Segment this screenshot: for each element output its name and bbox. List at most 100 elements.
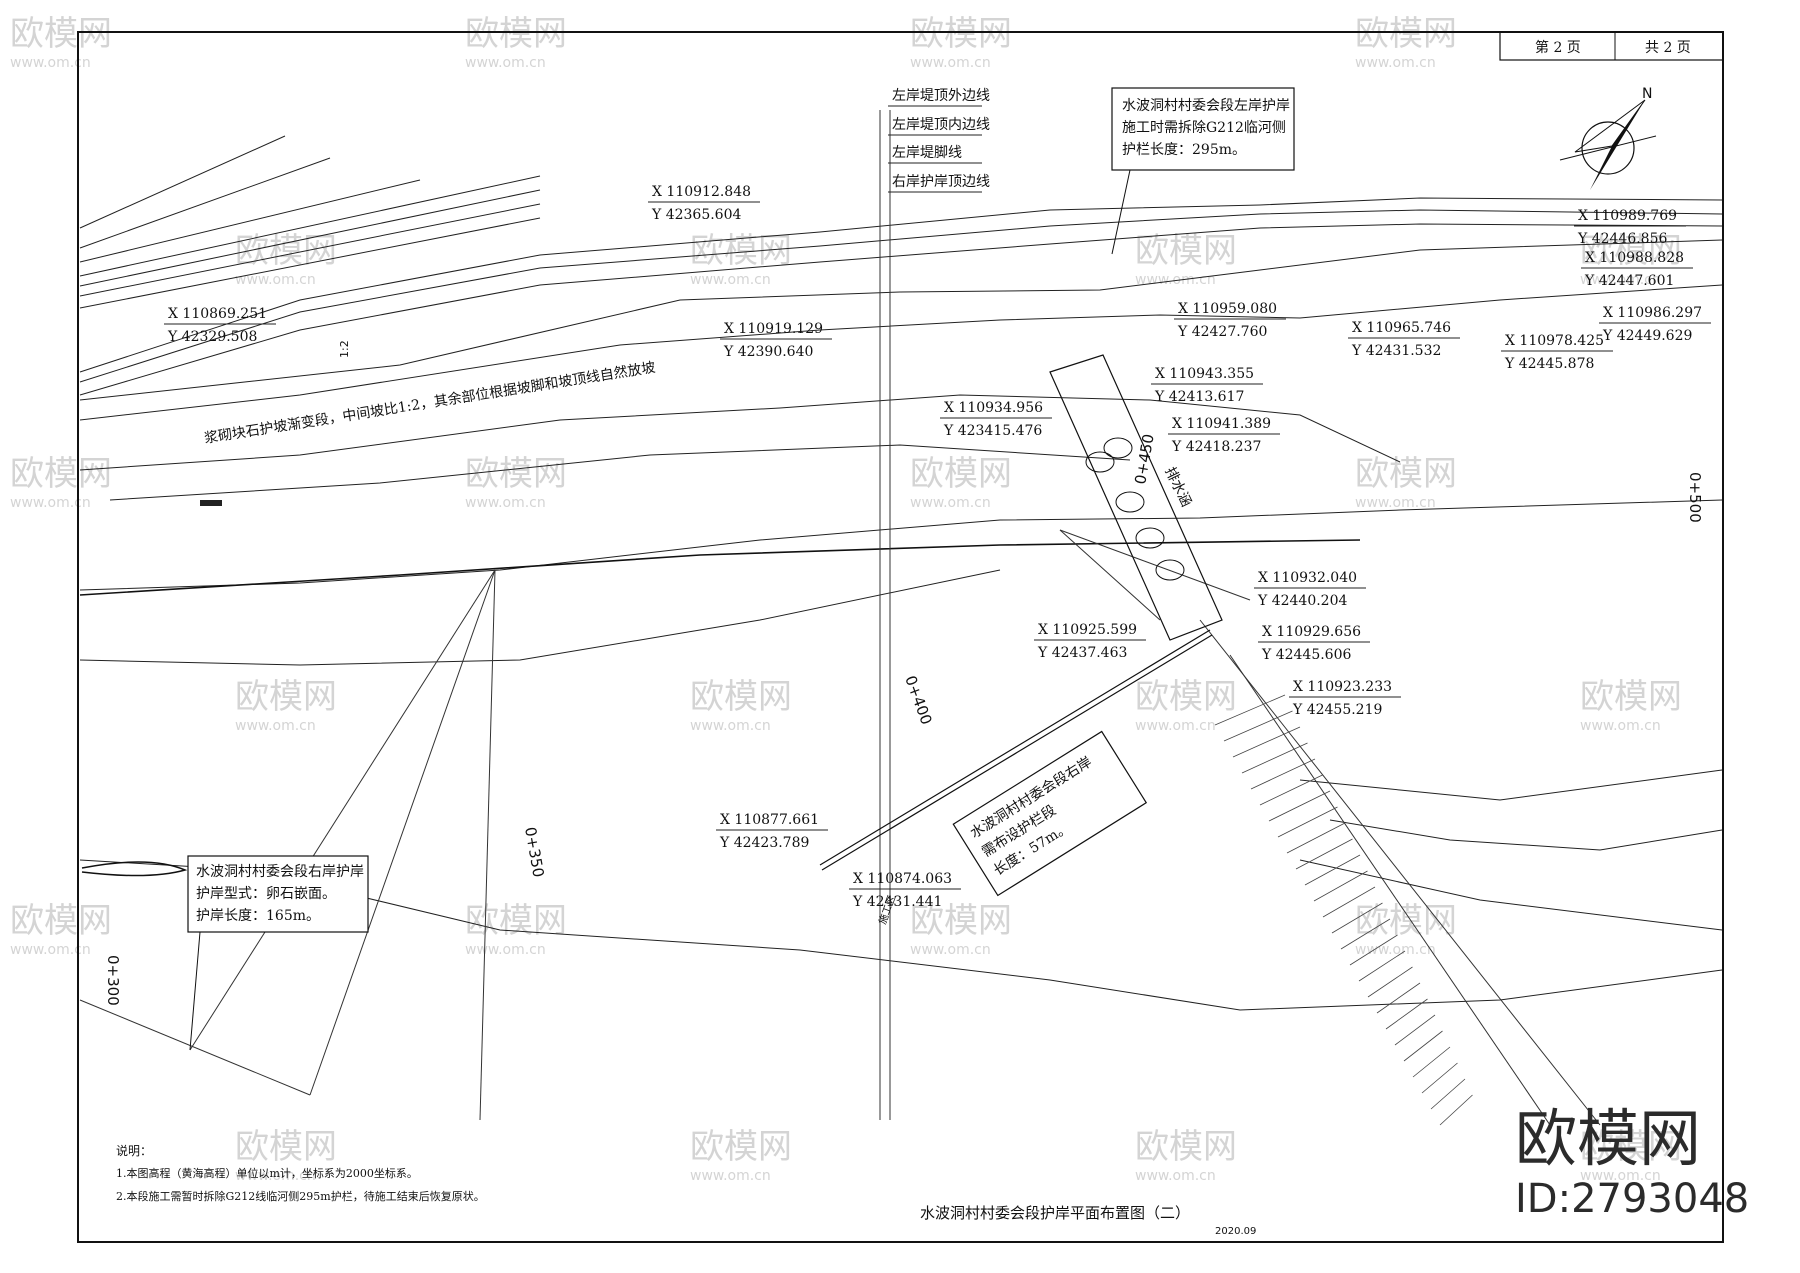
notes-heading: 说明： [116,1143,152,1158]
watermark-text: 欧模网 [235,677,337,717]
watermark-url: www.om.cn [10,55,91,71]
coordinate-x: X 110988.828 [1585,250,1684,266]
drawing-title: 水波洞村村委会段护岸平面布置图（二） [920,1204,1190,1222]
watermark-text: 欧模网 [10,901,112,941]
hatch-line [1367,966,1413,998]
slope-ratio: 1:2 [338,340,351,358]
coordinate-x: X 110989.769 [1578,208,1677,224]
page-box: 第 2 页 共 2 页 [1499,31,1724,61]
watermark-text: 欧模网 [1580,231,1682,271]
coordinate-x: X 110978.425 [1505,333,1604,349]
coordinate-x: X 110869.251 [168,306,267,322]
hatch-line [1223,710,1293,742]
hatch-line [1214,694,1286,726]
hatch-line [1358,950,1406,982]
chainage-500: 0+500 [1686,472,1704,523]
legend-toe-line: 左岸堤脚线 [892,145,962,161]
hatch-line [1331,902,1383,934]
legend-inner-crest: 左岸堤顶内边线 [892,117,990,133]
coordinate-y: Y 42437.463 [1037,645,1127,661]
road-lines [79,135,1723,1011]
coordinate-x: X 110929.656 [1262,624,1361,640]
coordinate-x: X 110943.355 [1155,366,1254,382]
hatch-line [1277,806,1338,838]
watermark-url: www.om.cn [465,55,546,71]
watermark-text: 欧模网 [910,14,1012,54]
slope-hatching [1214,694,1473,1126]
watermark-url: www.om.cn [10,495,91,511]
watermark-url: www.om.cn [690,272,771,288]
watermark-url: www.om.cn [910,942,991,958]
hatch-line [1268,790,1331,822]
coordinate-y: Y 42446.856 [1577,231,1667,247]
hatch-line [1421,1062,1458,1094]
coordinate-x: X 110912.848 [652,184,751,200]
watermark-url: www.om.cn [1135,1168,1216,1184]
hatch-line [1241,742,1308,774]
watermark-url: www.om.cn [1355,55,1436,71]
watermark-text: 欧模网 [690,677,792,717]
coordinate-x: X 110934.956 [944,400,1043,416]
hatch-line [1259,774,1323,806]
note-item-2: 2.本段施工需暂时拆除G212线临河侧295m护栏，待施工结束后恢复原状。 [116,1189,485,1203]
callout-left-bank: 水波洞村村委会段左岸护岸 施工时需拆除G212临河侧 护栏长度：295m。 [1111,87,1295,255]
coordinate-y: Y 42413.617 [1154,389,1244,405]
watermark-text: 欧模网 [1355,14,1457,54]
coordinate-x: X 110941.389 [1172,416,1271,432]
callout-right-bank-line3: 护岸长度：165m。 [196,908,320,924]
watermark-text: 欧模网 [690,1127,792,1167]
coordinate-x: X 110923.233 [1293,679,1392,695]
coordinate-y: Y 42329.508 [167,329,257,345]
hatch-line [1385,998,1428,1030]
watermark-text: 欧模网 [235,1127,337,1167]
watermark-text: 欧模网 [1135,677,1237,717]
brand-logo: 欧模网 [1515,1102,1701,1175]
coordinate-y: Y 42449.629 [1602,328,1692,344]
hatch-line [1304,854,1361,886]
coordinate-x: X 110874.063 [853,871,952,887]
callout-left-bank-line2: 施工时需拆除G212临河侧 [1122,120,1286,136]
watermark-url: www.om.cn [1135,718,1216,734]
brand-id: ID:2793048 [1515,1176,1749,1222]
coordinate-x: X 110986.297 [1603,305,1702,321]
watermark-url: www.om.cn [465,495,546,511]
coordinate-y: Y 42423.789 [719,835,809,851]
hatch-line [1313,870,1368,902]
chainage-450: 0+450 [1131,433,1158,486]
hatch-line [1403,1030,1443,1062]
coordinate-y: Y 42440.204 [1257,593,1347,609]
hatch-line [1250,758,1316,790]
notes-block: 说明： 1.本图高程（黄海高程）单位以m计，坐标系为2000坐标系。 2.本段施… [116,1143,485,1203]
coordinate-y: Y 423415.476 [943,423,1042,439]
hatch-line [1340,918,1391,950]
watermark-text: 欧模网 [1355,454,1457,494]
watermark-url: www.om.cn [235,272,316,288]
north-arrow-icon: N [1559,86,1657,190]
watermark-layer: 欧模网www.om.cn欧模网www.om.cn欧模网www.om.cn欧模网w… [10,14,1682,1184]
hatch-line [1322,886,1376,918]
watermark-url: www.om.cn [1355,942,1436,958]
callout-left-bank-line1: 水波洞村村委会段左岸护岸 [1122,98,1290,114]
watermark-url: www.om.cn [690,718,771,734]
coordinate-x: X 110932.040 [1258,570,1357,586]
coordinate-y: Y 42431.532 [1351,343,1441,359]
river-centerline [79,539,1361,596]
coordinate-y: Y 42418.237 [1171,439,1261,455]
hatch-line [1295,838,1353,870]
coordinate-y: Y 42365.604 [651,207,741,223]
drawing-date: 2020.09 [1215,1226,1256,1237]
watermark-text: 欧模网 [465,14,567,54]
coordinate-labels: X 110912.848 Y 42365.604 X 110869.251 Y 423… [164,184,1711,910]
coordinate-y: Y 42445.878 [1504,356,1594,372]
watermark-text: 欧模网 [910,901,1012,941]
watermark-url: www.om.cn [235,1168,316,1184]
coordinate-y: Y 42447.601 [1584,273,1674,289]
legend-right-bank-top: 右岸护岸顶边线 [892,174,990,190]
chainage-350: 0+350 [521,826,548,879]
drawing-frame [77,31,1724,1243]
chainage-300: 0+300 [104,955,122,1006]
callout-guardrail: 水波洞村村委会段右岸 需布设护栏段 长度：57m。 [952,730,1148,897]
hatch-line [1394,1014,1436,1046]
coordinate-y: Y 42427.760 [1177,324,1267,340]
